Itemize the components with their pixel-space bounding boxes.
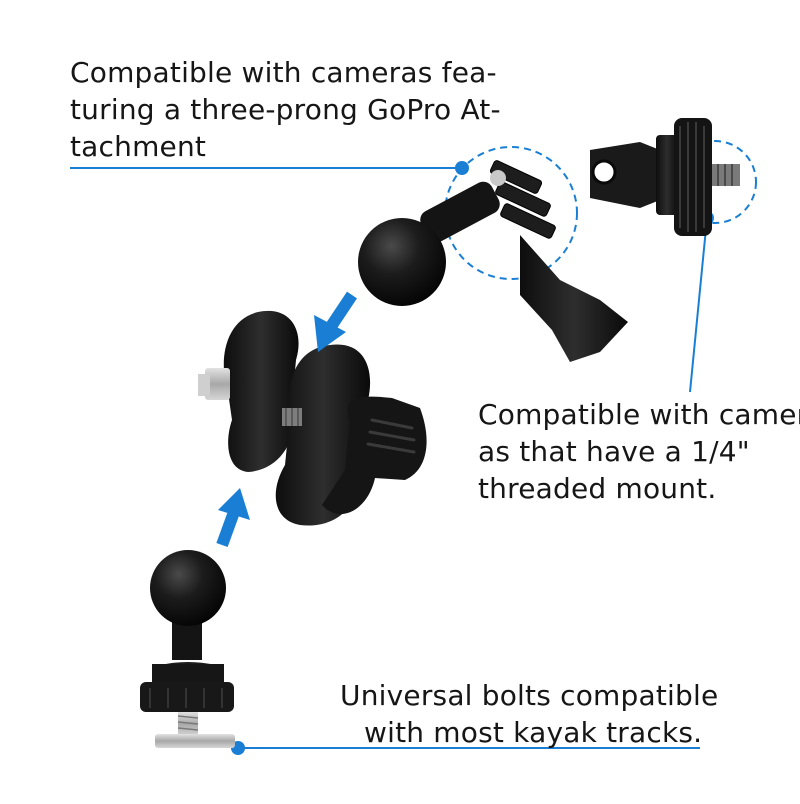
caption-line: threaded mount. [478,472,717,505]
gopro-ball-mount [358,160,628,362]
caption-line: tachment [70,130,207,163]
caption-line: Compatible with cameras fea- [70,56,497,89]
caption-line: with most kayak tracks. [364,716,703,749]
leader-line-thread [689,211,714,393]
double-socket-arm [198,310,427,526]
track-ball-base [140,550,235,748]
thread-highlight-circle [673,140,757,224]
caption-line: turing a three-prong GoPro At- [70,93,501,126]
caption-line: as that have a 1/4" [478,435,750,468]
arrow-up-right-icon [216,488,250,548]
caption-line: Universal bolts compatible [340,679,719,712]
kayak-bolt-caption: Universal bolts compatible with most kay… [340,677,718,751]
arrow-down-left-icon [314,291,357,352]
quarter-inch-adapter [590,118,740,236]
thread-compatibility-caption: Compatible with camer- as that have a 1/… [478,396,800,507]
gopro-compatibility-caption: Compatible with cameras fea- turing a th… [70,54,501,165]
caption-line: Compatible with camer- [478,398,800,431]
